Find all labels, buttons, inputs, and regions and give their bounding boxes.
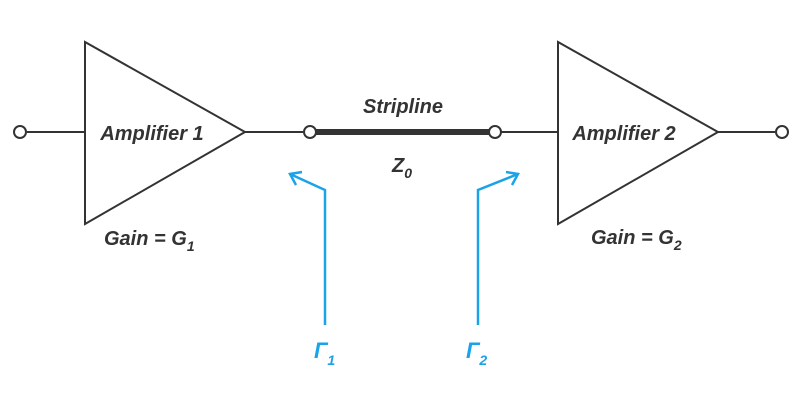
stripline-right-terminal (488, 125, 502, 139)
amplifier-2-label: Amplifier 2 (571, 123, 675, 145)
reflection-1-subscript: 1 (327, 352, 335, 368)
reflection-2-arrow-line (476, 172, 519, 325)
reflection-1-label: Γ1 (314, 338, 335, 368)
amplifier-1-gain: Gain = G1 (104, 228, 195, 254)
stripline-label: Stripline (363, 96, 443, 118)
amplifier-2-gain-prefix: Gain = G (591, 227, 674, 249)
reflection-1-arrow-line (289, 172, 327, 325)
stripline-impedance-symbol: Z (391, 155, 405, 177)
amplifier-2-triangle (557, 40, 721, 226)
reflection-2-symbol: Γ (466, 338, 481, 363)
stripline-impedance-subscript: 0 (404, 165, 412, 181)
amplifier-2-gain-subscript: 2 (673, 237, 682, 253)
stripline-impedance: Z0 (391, 155, 412, 181)
reflection-2-label: Γ2 (466, 338, 487, 368)
reflection-1-arrowhead (288, 170, 303, 186)
amplifier-1-gain-subscript: 1 (187, 238, 195, 254)
amplifier-1-label: Amplifier 1 (99, 123, 203, 145)
output-terminal (775, 125, 789, 139)
input-terminal (13, 125, 27, 139)
reflection-1-symbol: Γ (314, 338, 329, 363)
amplifier-1-triangle (84, 40, 248, 226)
reflection-2-arrowhead (505, 170, 520, 186)
amplifier-1-gain-prefix: Gain = G (104, 228, 187, 250)
amplifier-2-gain: Gain = G2 (591, 227, 682, 253)
stripline-left-terminal (303, 125, 317, 139)
reflection-2-subscript: 2 (478, 352, 487, 368)
